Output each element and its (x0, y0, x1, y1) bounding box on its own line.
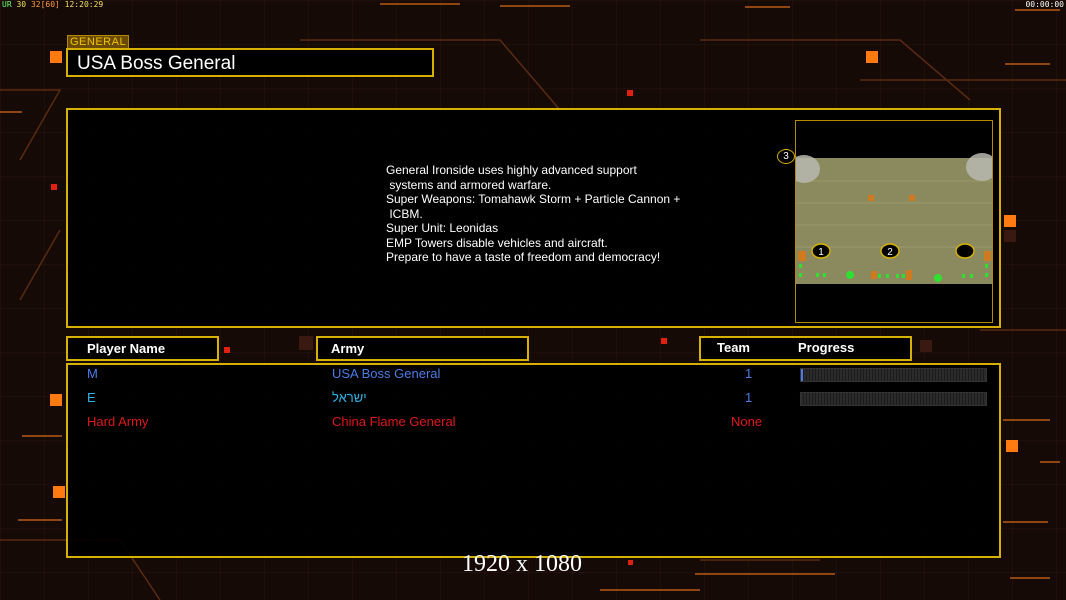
description-line: ICBM. (386, 206, 423, 221)
start-position-marker[interactable]: 3 (777, 149, 795, 164)
description-line: Super Weapons: Tomahawk Storm + Particle… (386, 192, 681, 206)
column-header-army: Army (316, 336, 529, 361)
player-name: Hard Army (87, 414, 149, 429)
hud-stat-d: [60] (40, 0, 60, 9)
general-name: USA Boss General (77, 53, 236, 74)
hud-clock: 12:20:29 (64, 0, 104, 9)
player-name: E (87, 390, 96, 405)
player-column-label: Player Name (87, 341, 166, 356)
section-label: GENERAL (67, 35, 130, 49)
progress-bar (800, 392, 987, 406)
description-line: Super Unit: Leonidas (386, 221, 499, 235)
team-column-label: Team (717, 340, 750, 355)
game-timer: 00:00:00 (1025, 0, 1064, 9)
general-info-panel: General Ironside uses highly advanced su… (66, 108, 1001, 328)
progress-column-label: Progress (798, 340, 855, 355)
progress-bar (800, 368, 987, 382)
player-list: M USA Boss General 1 E ישראל 1 Hard Army… (66, 363, 1001, 558)
general-title-box: USA Boss General (66, 48, 434, 77)
player-army: USA Boss General (332, 366, 441, 381)
player-army: China Flame General (332, 414, 456, 429)
fps-readout: UR 30 32[60] 12:20:29 (2, 0, 103, 9)
player-army: ישראל (332, 390, 367, 405)
player-row[interactable]: E ישראל 1 (68, 390, 999, 408)
resolution-label: 1920 x 1080 (462, 551, 582, 577)
hud-stat-c: 32 (30, 0, 41, 9)
start-position-marker[interactable] (955, 243, 975, 259)
column-header-player: Player Name (66, 336, 219, 361)
hud-stat-b: 30 (16, 0, 27, 9)
general-description: General Ironside uses highly advanced su… (386, 163, 716, 265)
player-row[interactable]: M USA Boss General 1 (68, 366, 999, 384)
svg-text:1: 1 (818, 247, 824, 258)
army-column-label: Army (331, 341, 365, 356)
description-line: EMP Towers disable vehicles and aircraft… (386, 235, 608, 250)
description-line: Prepare to have a taste of freedom and d… (386, 250, 661, 264)
hud-stat-a: UR (2, 0, 12, 9)
player-team: 1 (745, 390, 753, 405)
description-line: systems and armored warfare. (386, 177, 552, 192)
start-position-marker[interactable]: 1 (811, 243, 831, 259)
column-header-team-progress: Team Progress (699, 336, 912, 361)
svg-text:2: 2 (887, 247, 893, 258)
player-team: None (731, 414, 763, 429)
progress-fill (801, 369, 803, 381)
description-line: General Ironside uses highly advanced su… (386, 163, 637, 177)
player-name: M (87, 366, 98, 381)
start-position-marker[interactable]: 2 (880, 243, 900, 259)
marker-label: 3 (783, 151, 789, 162)
map-preview[interactable]: 1 2 (795, 120, 993, 323)
player-row[interactable]: Hard Army China Flame General None (68, 414, 999, 432)
map-preview-image: 1 2 (796, 121, 992, 322)
player-team: 1 (745, 366, 753, 381)
